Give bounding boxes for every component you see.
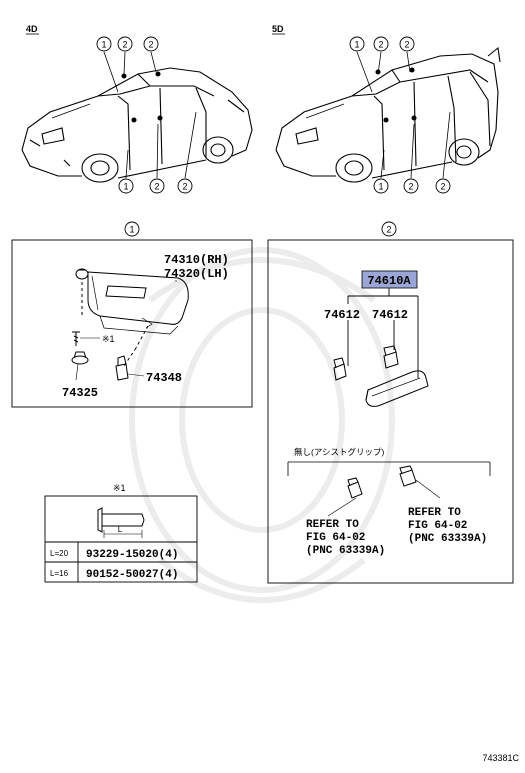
part-number-base[interactable]: 74325 <box>62 386 98 400</box>
assist-grip-drawing <box>333 345 429 407</box>
callout-number: 2 <box>408 182 413 192</box>
part-number-rh[interactable]: 74310(RH) <box>164 253 229 267</box>
wagon-illustration <box>275 46 501 183</box>
callout-circle[interactable]: 2 <box>399 36 415 52</box>
callout-number: 2 <box>148 40 153 50</box>
callout-circle[interactable]: 2 <box>373 36 389 52</box>
callout-number: 2 <box>182 182 187 192</box>
callout-number: 2 <box>154 182 159 192</box>
panel2-frame <box>267 239 514 584</box>
sedan-illustration <box>21 67 253 183</box>
bolt-row-part[interactable]: 93229-15020(4) <box>86 549 178 561</box>
assembly-bracket <box>347 288 419 378</box>
callout-number: 2 <box>404 40 409 50</box>
panel2-header-number: 2 <box>386 225 391 235</box>
refer-left-line1: REFER TO <box>306 519 359 531</box>
callout-circle[interactable]: 1 <box>373 178 389 194</box>
panel1-frame <box>11 239 253 408</box>
panel1-header-callout[interactable]: 1 <box>124 221 140 237</box>
callout-circle[interactable]: 2 <box>149 178 165 194</box>
callout-circle[interactable]: 2 <box>117 36 133 52</box>
section-title-no-grip: 無し(アシストグリップ) <box>294 447 384 457</box>
sun-visor-drawing <box>71 268 189 381</box>
plug-drawing <box>327 465 441 517</box>
refer-right-line3: (PNC 63339A) <box>408 533 487 545</box>
bolt-row-part[interactable]: 90152-50027(4) <box>86 569 178 581</box>
cap-part-number-right[interactable]: 74612 <box>372 308 408 322</box>
bolt-table <box>44 495 198 583</box>
note-mark-1: ※1 <box>102 334 115 344</box>
part-number-clip[interactable]: 74348 <box>146 371 182 385</box>
assembly-part-number: 74610A <box>367 274 411 288</box>
callout-circle[interactable]: 2 <box>177 178 193 194</box>
refer-left-line2: FIG 64-02 <box>306 532 365 544</box>
callout-number: 1 <box>123 182 128 192</box>
watermark-emblem <box>129 247 395 603</box>
bolt-drawing <box>97 507 145 538</box>
refer-note-right[interactable]: REFER TO FIG 64-02 (PNC 63339A) <box>408 507 487 545</box>
callout-circle[interactable]: 2 <box>403 178 419 194</box>
callout-number: 1 <box>354 40 359 50</box>
bolt-note-mark: ※1 <box>113 483 126 493</box>
callout-circle[interactable]: 1 <box>96 36 112 52</box>
diagram-code: 743381C <box>482 753 519 763</box>
callout-number: 1 <box>378 182 383 192</box>
variant-label-5d: 5D <box>272 24 284 34</box>
callout-number: 2 <box>440 182 445 192</box>
bolt-row-length: L=16 <box>50 569 69 578</box>
callout-number: 1 <box>101 40 106 50</box>
panel2-header-callout[interactable]: 2 <box>381 221 397 237</box>
callout-circle[interactable]: 1 <box>118 178 134 194</box>
callout-circle[interactable]: 2 <box>435 178 451 194</box>
panel1-header-number: 1 <box>129 225 134 235</box>
callout-number: 2 <box>122 40 127 50</box>
callout-number: 2 <box>378 40 383 50</box>
refer-left-line3: (PNC 63339A) <box>306 545 385 557</box>
bolt-row-length: L=20 <box>50 549 69 558</box>
variant-label-4d: 4D <box>26 24 38 34</box>
refer-right-line1: REFER TO <box>408 507 461 519</box>
callout-leader-lines <box>103 51 451 179</box>
refer-right-line2: FIG 64-02 <box>408 520 467 532</box>
bolt-dimension-label: L <box>118 525 123 534</box>
cap-part-number-left[interactable]: 74612 <box>324 308 360 322</box>
callout-circle[interactable]: 2 <box>143 36 159 52</box>
section-bracket <box>287 461 491 476</box>
callout-circle[interactable]: 1 <box>349 36 365 52</box>
refer-note-left[interactable]: REFER TO FIG 64-02 (PNC 63339A) <box>306 519 385 557</box>
assembly-highlight[interactable]: 74610A <box>361 270 418 289</box>
part-number-lh[interactable]: 74320(LH) <box>164 267 229 281</box>
